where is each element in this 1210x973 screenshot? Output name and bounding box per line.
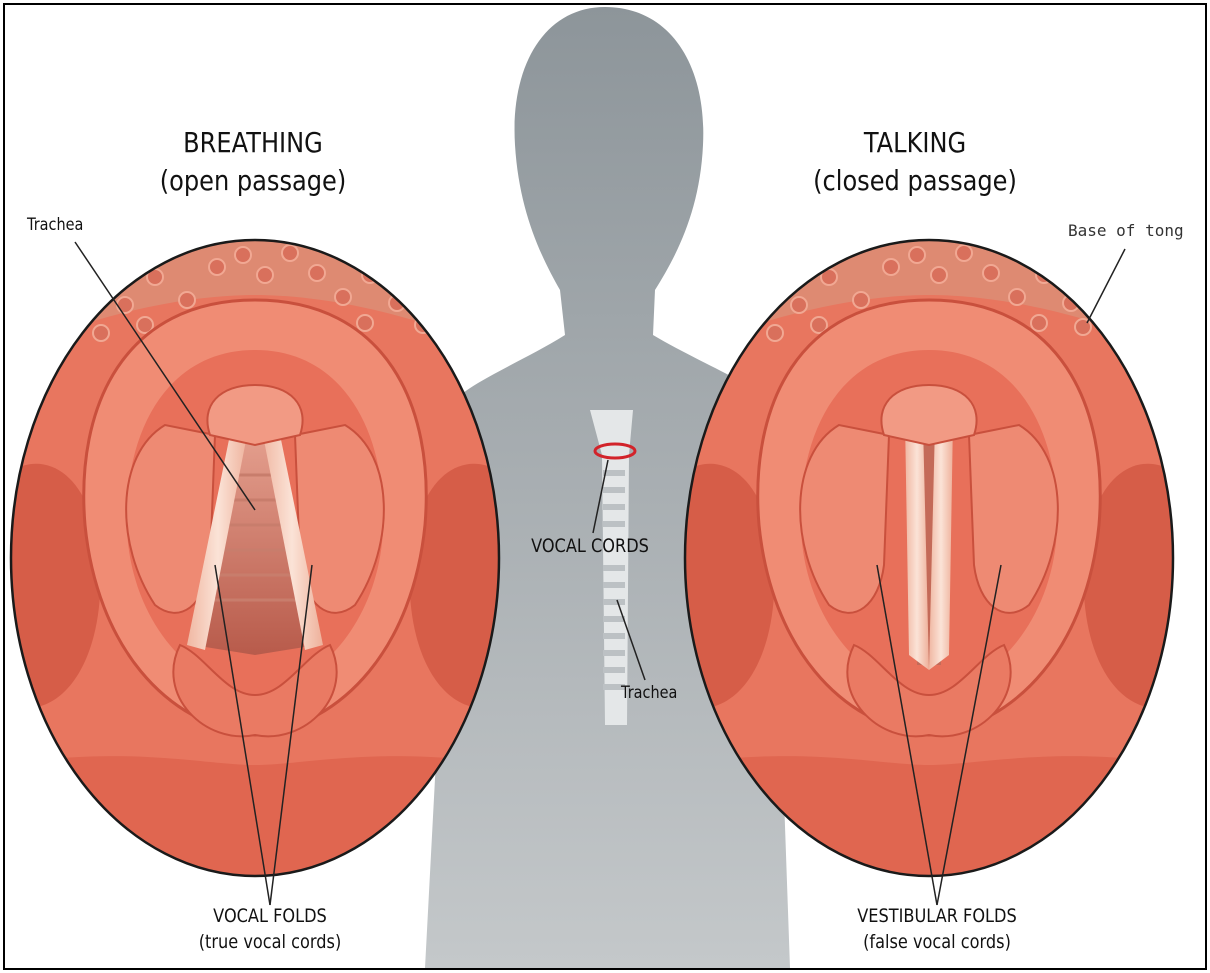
trachea-label-center: Trachea bbox=[621, 683, 677, 704]
talking-subtitle: (closed passage) bbox=[795, 163, 1036, 199]
vestibular-folds-label: VESTIBULAR FOLDS bbox=[810, 905, 1065, 928]
vocal-folds-sublabel: (true vocal cords) bbox=[168, 931, 372, 954]
vestibular-folds-sublabel: (false vocal cords) bbox=[810, 931, 1065, 954]
larynx-open-view bbox=[5, 229, 505, 905]
talking-title: TALKING bbox=[803, 125, 1027, 161]
diagram-frame: BREATHING (open passage) Trachea VOCAL F… bbox=[3, 3, 1207, 970]
breathing-subtitle: (open passage) bbox=[133, 163, 374, 199]
breathing-title: BREATHING bbox=[141, 125, 365, 161]
base-of-tongue-label: Base of tong bbox=[1068, 221, 1184, 241]
trachea-label-left: Trachea bbox=[27, 215, 83, 236]
vocal-folds-label: VOCAL FOLDS bbox=[168, 905, 372, 928]
vocal-cords-label: VOCAL CORDS bbox=[522, 535, 658, 558]
